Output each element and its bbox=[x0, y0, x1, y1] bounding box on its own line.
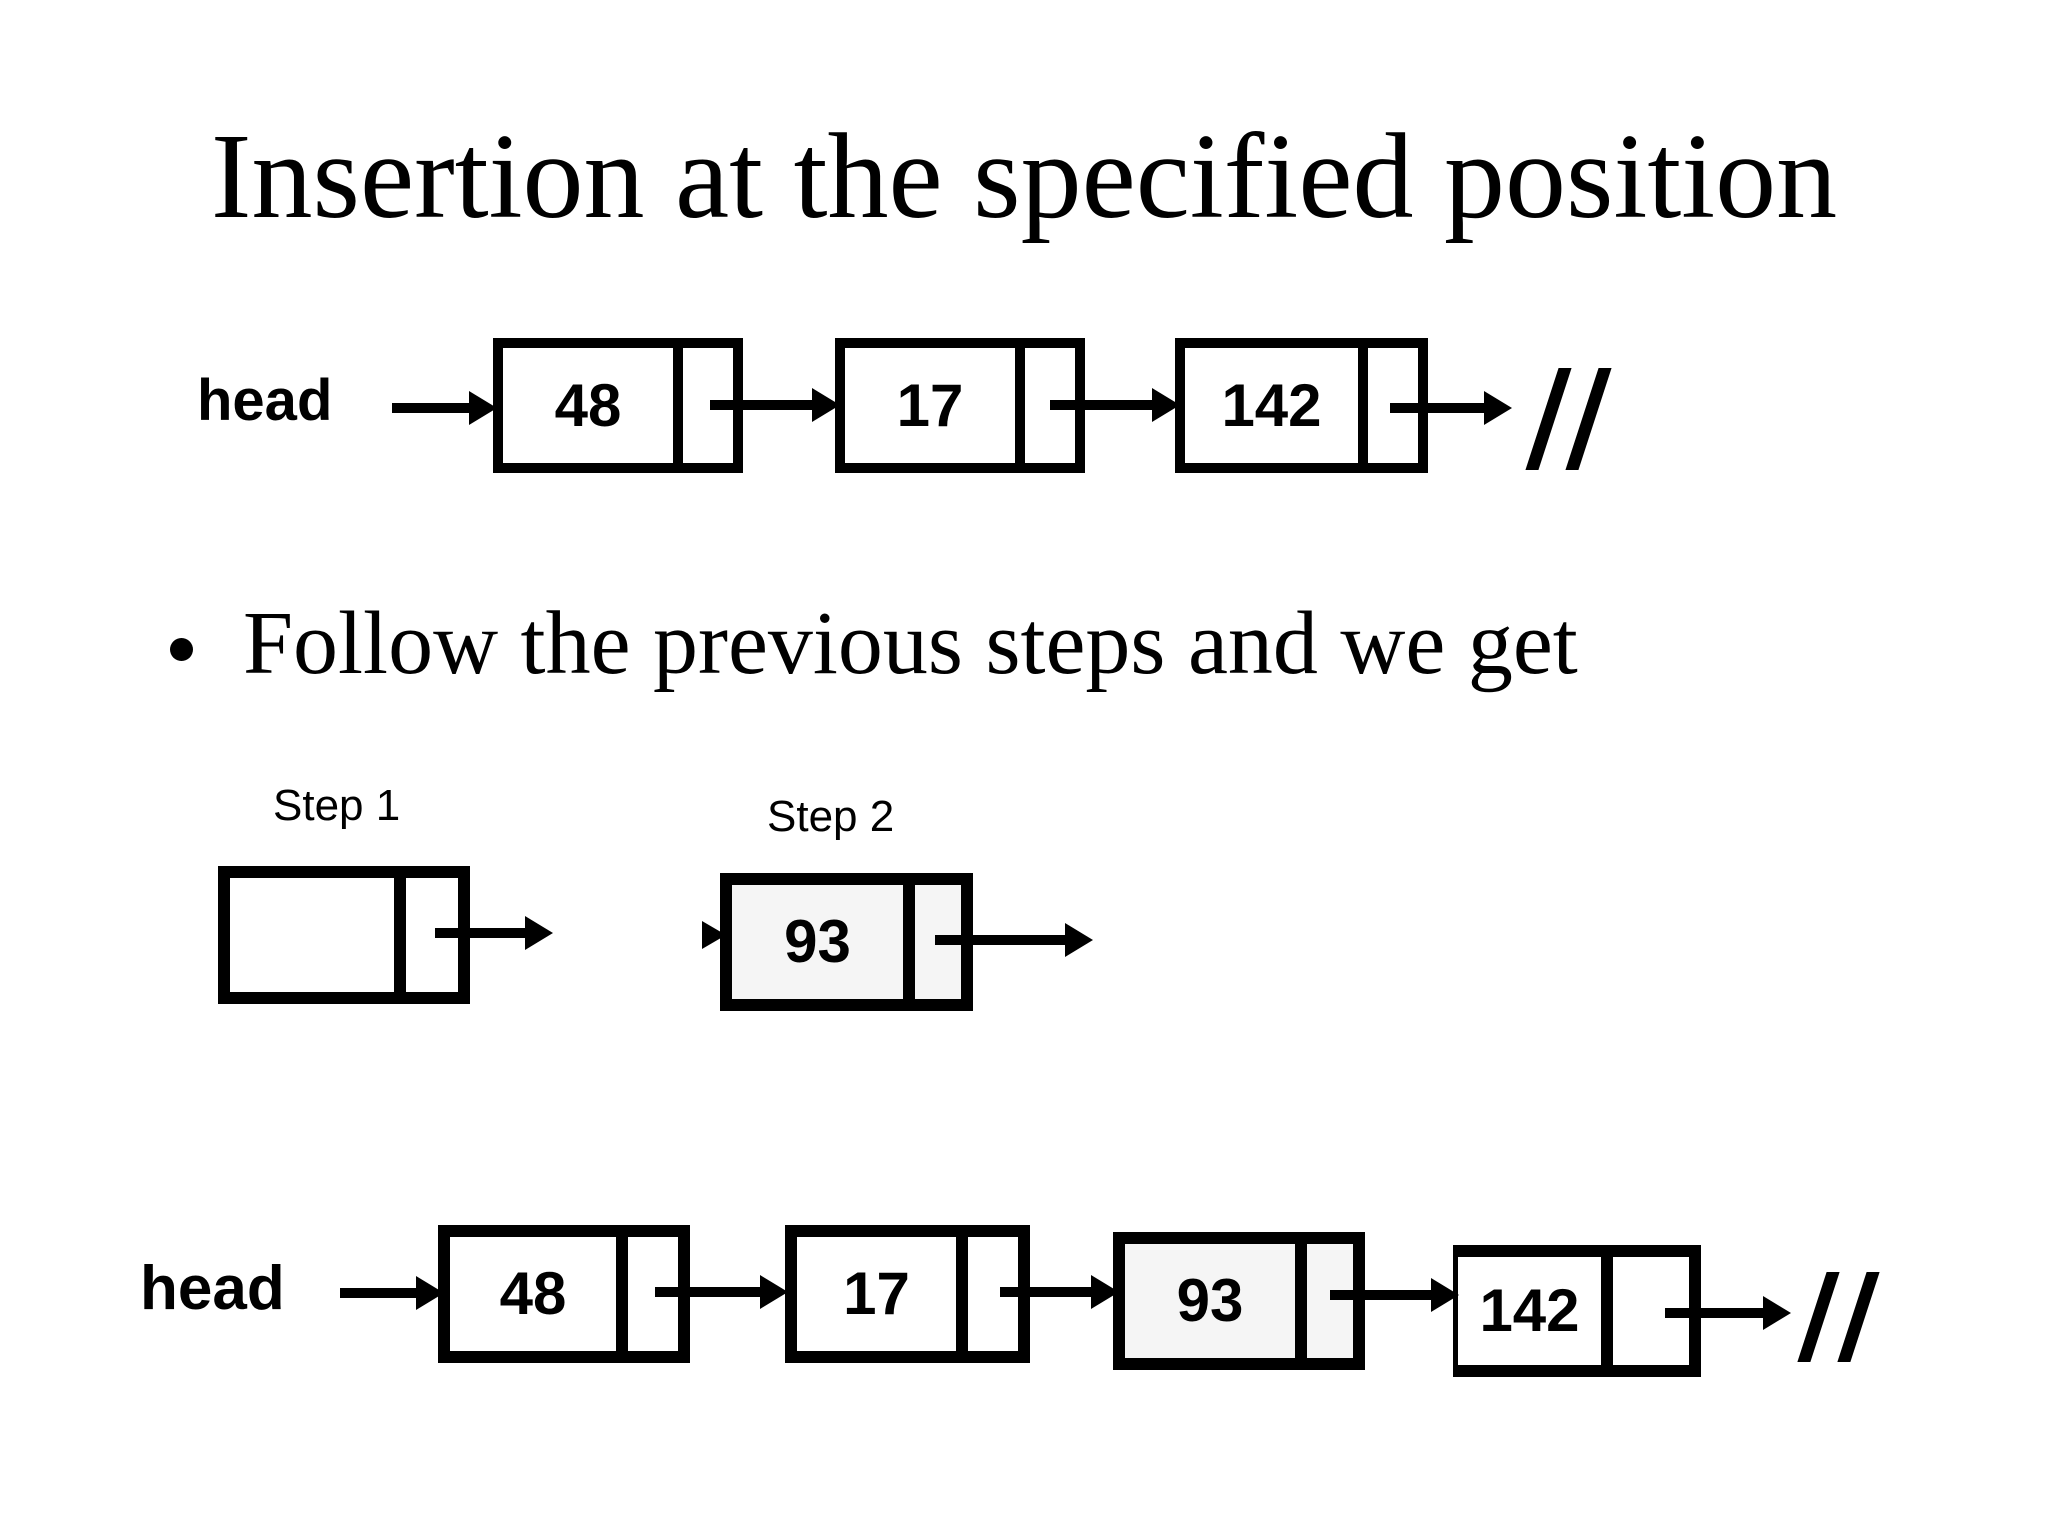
next-pointer-arrow bbox=[1000, 1275, 1119, 1309]
bullet-icon bbox=[170, 638, 193, 661]
step-2-pointer-arrow bbox=[935, 923, 1093, 957]
node-value: 142 bbox=[1221, 371, 1322, 439]
slash bbox=[1837, 1272, 1880, 1362]
bullet-text: Follow the previous steps and we get bbox=[243, 594, 1578, 693]
pointer-cell bbox=[394, 878, 458, 992]
next-pointer-arrow bbox=[710, 388, 840, 422]
node-48: 48 bbox=[493, 338, 743, 473]
pointer-cell bbox=[616, 1237, 678, 1351]
null-marker bbox=[1797, 1272, 1880, 1362]
next-pointer-arrow bbox=[1050, 388, 1180, 422]
pointer-cell bbox=[956, 1237, 1018, 1351]
node-value: 48 bbox=[499, 1260, 567, 1327]
node-142: 142 bbox=[1453, 1245, 1701, 1377]
node-value: 93 bbox=[1176, 1267, 1244, 1334]
node-17: 17 bbox=[785, 1225, 1030, 1363]
head-pointer-arrow bbox=[392, 391, 497, 425]
step-1-pointer-arrow bbox=[435, 916, 553, 950]
step-2-node-93: 93 bbox=[720, 873, 973, 1011]
node-93: 93 bbox=[1113, 1232, 1365, 1370]
null-pointer-arrow bbox=[1390, 391, 1512, 425]
node-17: 17 bbox=[835, 338, 1085, 473]
head-label: head bbox=[197, 368, 333, 433]
next-pointer-arrow bbox=[655, 1275, 788, 1309]
arrowhead-fragment-icon bbox=[702, 921, 726, 949]
slash bbox=[1565, 368, 1612, 470]
step-1-label: Step 1 bbox=[273, 781, 401, 830]
pointer-cell bbox=[1015, 348, 1075, 463]
node-value: 17 bbox=[896, 371, 964, 439]
head-pointer-arrow bbox=[340, 1276, 444, 1310]
node-value: 17 bbox=[843, 1260, 910, 1327]
step-2-label: Step 2 bbox=[767, 792, 895, 841]
node-value: 48 bbox=[554, 371, 622, 439]
pointer-cell bbox=[1358, 348, 1418, 463]
slash bbox=[1525, 368, 1572, 470]
pointer-cell bbox=[1601, 1257, 1689, 1365]
pointer-cell bbox=[903, 885, 961, 999]
node-value: 142 bbox=[1479, 1277, 1580, 1344]
node-value bbox=[230, 878, 394, 992]
slash bbox=[1797, 1272, 1840, 1362]
next-pointer-arrow bbox=[1330, 1278, 1459, 1312]
step-1-node bbox=[218, 866, 470, 1004]
node-value: 93 bbox=[784, 908, 851, 975]
pointer-cell bbox=[1295, 1244, 1353, 1358]
node-48: 48 bbox=[438, 1225, 690, 1363]
null-marker bbox=[1525, 368, 1612, 470]
head-label: head bbox=[140, 1254, 285, 1323]
node-142: 142 bbox=[1175, 338, 1428, 473]
null-pointer-arrow bbox=[1665, 1296, 1791, 1330]
pointer-cell bbox=[673, 348, 733, 463]
page-title: Insertion at the specified position bbox=[210, 109, 1838, 244]
